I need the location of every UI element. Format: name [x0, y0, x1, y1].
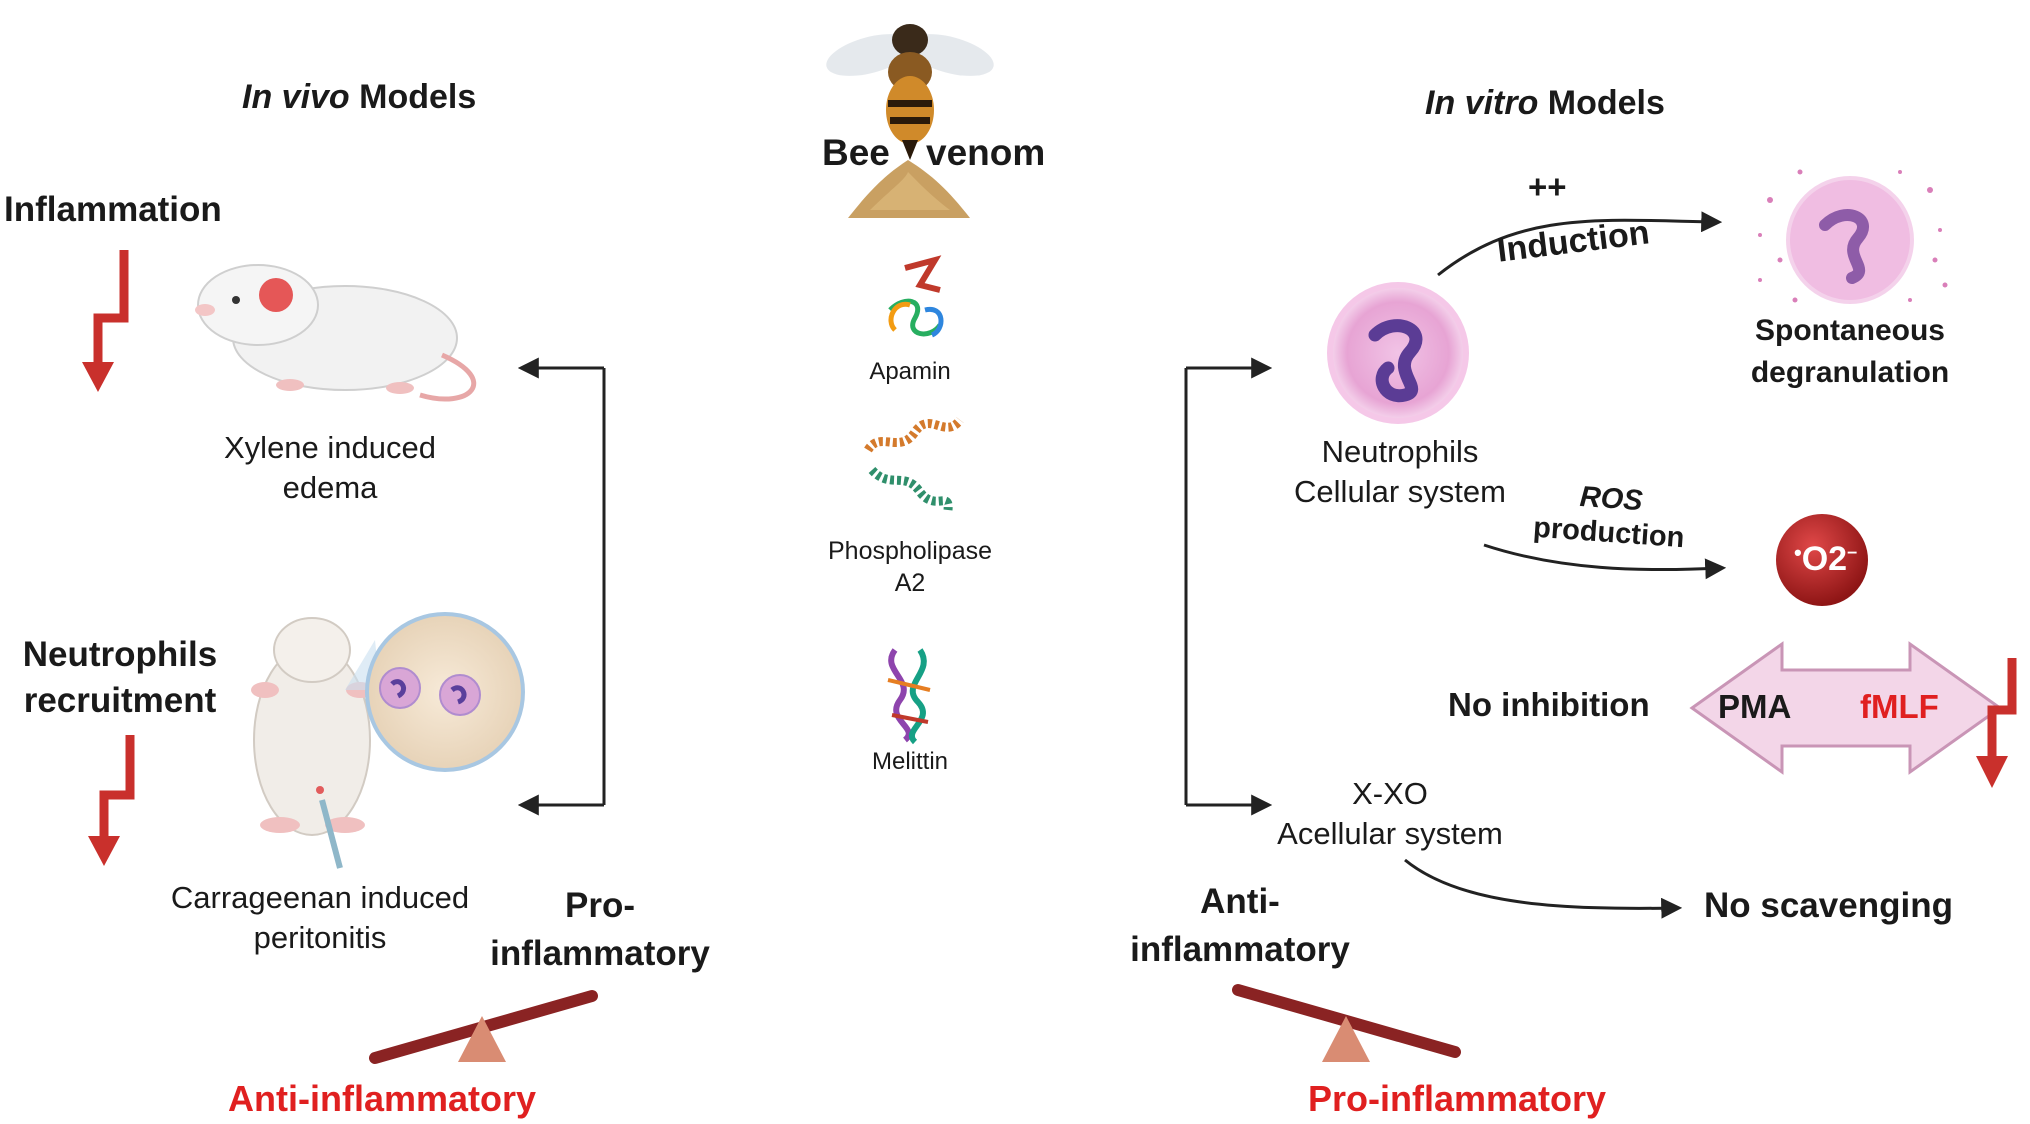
- plus-plus-label: ++: [1528, 168, 1567, 205]
- venom-word: venom: [926, 132, 1046, 173]
- balance-scale-icon: [369, 990, 598, 1064]
- in-vitro-bracket: [1184, 357, 1273, 816]
- bee-icon: [826, 24, 994, 160]
- ros-arrow: [1483, 543, 1727, 580]
- anti-inflammatory-label: Anti-inflammatory: [1130, 882, 1350, 969]
- fmlf-label: fMLF: [1860, 688, 1939, 725]
- inflammation-label: Inflammation: [4, 190, 222, 229]
- decrease-arrow-icon: [1976, 658, 2017, 788]
- neutrophil-cell-icon: [1327, 282, 1469, 424]
- mouse-injection-icon: [251, 617, 380, 869]
- phospholipase-molecule-icon: [864, 416, 964, 511]
- apamin-molecule-icon: [888, 255, 944, 338]
- microscope-inset-icon: [365, 612, 525, 772]
- balance-scale-icon: [1232, 984, 1461, 1062]
- superoxide-label: •O2–: [1794, 540, 1858, 578]
- apamin-label: Apamin: [869, 358, 951, 385]
- scavenging-arrow: [1404, 858, 1683, 919]
- decrease-arrow-icon: [88, 735, 135, 866]
- superoxide-icon: [1776, 514, 1868, 606]
- in-vivo-heading: In vivo Models: [242, 78, 477, 116]
- degranulating-cell-icon: [1758, 169, 1948, 304]
- pro-inflammatory-label: Pro-inflammatory: [490, 886, 710, 973]
- pro-inflammatory-balance-label: Pro-inflammatory: [1308, 1078, 1607, 1119]
- induction-arrow: [1437, 211, 1723, 277]
- in-vivo-bracket: [517, 357, 606, 816]
- melittin-molecule-icon: [887, 648, 931, 745]
- bee-word: Bee: [822, 132, 890, 173]
- powder-pile-icon: [848, 160, 970, 218]
- anti-inflammatory-balance-label: Anti-inflammatory: [228, 1078, 537, 1119]
- mouse-icon: [195, 264, 477, 402]
- in-vitro-heading: In vitro Models: [1425, 84, 1665, 122]
- no-inhibition-label: No inhibition: [1448, 686, 1650, 723]
- no-scavenging-label: No scavenging: [1704, 886, 1953, 925]
- melittin-label: Melittin: [871, 748, 949, 775]
- decrease-arrow-icon: [82, 250, 129, 392]
- pma-label: PMA: [1718, 688, 1792, 725]
